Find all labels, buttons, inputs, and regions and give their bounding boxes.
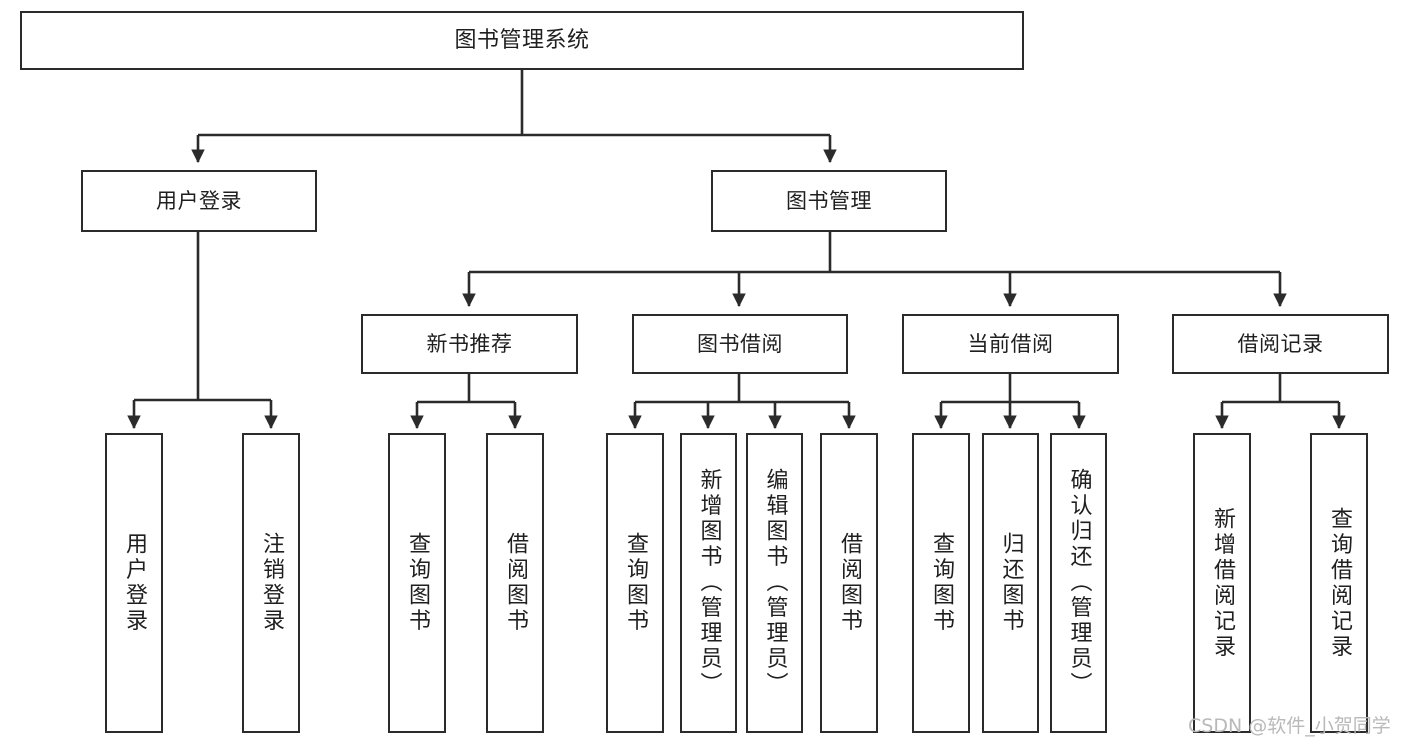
node-book-borrowing[interactable]: 图书借阅 bbox=[632, 314, 848, 374]
node-current-borrowing[interactable]: 当前借阅 bbox=[902, 314, 1119, 374]
node-label: 借阅记录 bbox=[1237, 331, 1324, 356]
node-user-login[interactable]: 用户登录 bbox=[81, 170, 317, 232]
node-root-book-management-system[interactable]: 图书管理系统 bbox=[20, 11, 1024, 70]
node-label: 新增图书（管理员） bbox=[696, 468, 722, 698]
node-label: 图书借阅 bbox=[697, 331, 783, 356]
leaf-borrow-borrow-books[interactable]: 借阅图书 bbox=[820, 433, 878, 733]
leaf-current-confirm-return-admin[interactable]: 确认归还（管理员） bbox=[1050, 433, 1107, 733]
leaf-borrow-add-book-admin[interactable]: 新增图书（管理员） bbox=[680, 433, 737, 733]
csdn-watermark: CSDN @软件_小贺同学 bbox=[1188, 715, 1391, 737]
leaf-borrow-edit-book-admin[interactable]: 编辑图书（管理员） bbox=[746, 433, 803, 733]
node-label: 新书推荐 bbox=[426, 331, 513, 356]
leaf-current-return-books[interactable]: 归还图书 bbox=[982, 433, 1039, 733]
node-label: 借阅图书 bbox=[837, 532, 862, 634]
leaf-borrow-query-books[interactable]: 查询图书 bbox=[606, 433, 664, 733]
node-label: 用户登录 bbox=[156, 188, 242, 213]
leaf-user-login-login[interactable]: 用户登录 bbox=[105, 433, 163, 733]
node-label: 注销登录 bbox=[259, 532, 284, 634]
node-label: 图书管理 bbox=[786, 188, 872, 213]
leaf-current-query-books[interactable]: 查询图书 bbox=[912, 433, 970, 733]
node-label: 查询图书 bbox=[623, 532, 648, 634]
node-label: 图书管理系统 bbox=[454, 27, 590, 53]
node-label: 用户登录 bbox=[122, 532, 147, 634]
node-label: 归还图书 bbox=[998, 532, 1024, 634]
node-borrow-records[interactable]: 借阅记录 bbox=[1172, 314, 1389, 374]
node-label: 当前借阅 bbox=[967, 331, 1054, 356]
node-new-book-recommendation[interactable]: 新书推荐 bbox=[361, 314, 578, 374]
node-label: 借阅图书 bbox=[503, 532, 528, 634]
leaf-recommend-query-books[interactable]: 查询图书 bbox=[388, 433, 446, 733]
node-label: 查询借阅记录 bbox=[1327, 506, 1352, 660]
leaf-record-add-borrow-record[interactable]: 新增借阅记录 bbox=[1193, 433, 1251, 733]
node-book-management[interactable]: 图书管理 bbox=[711, 170, 947, 232]
node-label: 查询图书 bbox=[405, 532, 430, 634]
node-label: 编辑图书（管理员） bbox=[762, 468, 788, 698]
leaf-user-login-logout[interactable]: 注销登录 bbox=[242, 433, 300, 733]
node-label: 查询图书 bbox=[929, 532, 954, 634]
node-label: 确认归还（管理员） bbox=[1066, 468, 1092, 698]
leaf-recommend-borrow-books[interactable]: 借阅图书 bbox=[486, 433, 544, 733]
leaf-record-query-borrow-record[interactable]: 查询借阅记录 bbox=[1310, 433, 1368, 733]
node-label: 新增借阅记录 bbox=[1210, 506, 1235, 660]
